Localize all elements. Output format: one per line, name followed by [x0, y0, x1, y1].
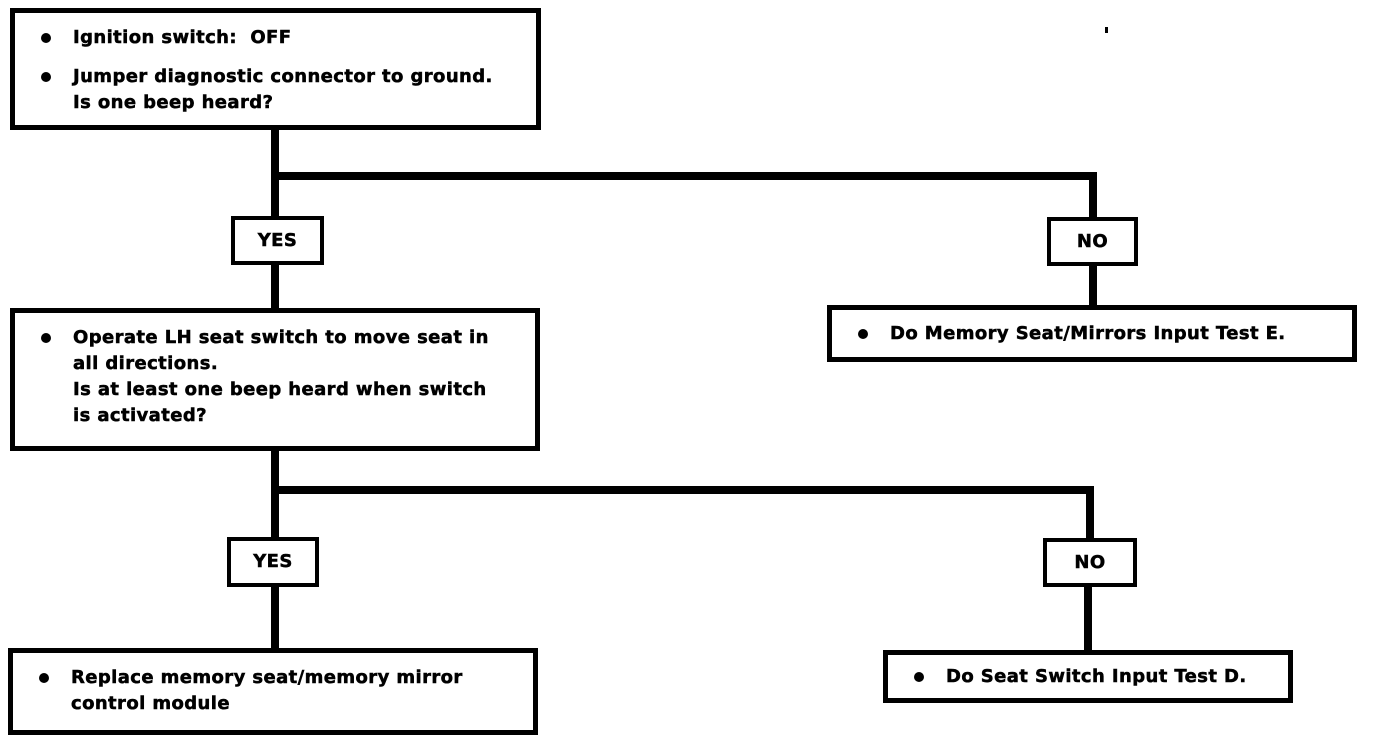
bullet-icon: [41, 33, 51, 43]
bullet-icon: [41, 72, 51, 82]
node-action-replace-module: Replace memory seat/memory mirror contro…: [8, 648, 538, 735]
connector-branch1-horizontal: [271, 172, 1097, 180]
bullet-icon: [41, 333, 51, 343]
branch1-no-label: NO: [1076, 230, 1109, 252]
question1-item2-lines: Jumper diagnostic connector to ground. I…: [73, 64, 493, 116]
list-item: Ignition switch: OFF: [41, 25, 530, 51]
connector-branch2-horizontal: [271, 486, 1093, 494]
branch2-yes-box: YES: [227, 537, 319, 587]
branch1-no-box: NO: [1047, 217, 1138, 266]
connector-no1-to-teste: [1089, 264, 1097, 310]
question2-line4: is activated?: [73, 405, 207, 427]
node-action-test-d: Do Seat Switch Input Test D.: [883, 650, 1293, 703]
branch1-yes-box: YES: [231, 216, 324, 265]
node-action-test-e: Do Memory Seat/Mirrors Input Test E.: [827, 305, 1357, 362]
replace-line2: control module: [71, 693, 230, 715]
connector-q2-stem: [271, 449, 279, 541]
question1-item2-line2: Is one beep heard?: [73, 92, 274, 114]
replace-lines: Replace memory seat/memory mirror contro…: [71, 665, 463, 717]
question2-line2: all directions.: [73, 353, 219, 375]
branch2-no-label: NO: [1074, 551, 1106, 573]
branch1-yes-label: YES: [257, 229, 298, 251]
question1-item1-text: Ignition switch: OFF: [73, 27, 292, 49]
list-item: Operate LH seat switch to move seat in a…: [41, 325, 529, 429]
connector-no2-to-testd: [1084, 585, 1092, 652]
bullet-icon: [914, 671, 924, 682]
connector-yes1-to-q2: [271, 263, 279, 310]
connector-yes2-to-replace: [271, 585, 279, 652]
bullet-icon: [39, 673, 49, 683]
question2-item1-lines: Operate LH seat switch to move seat in a…: [73, 325, 489, 429]
question2-line3: Is at least one beep heard when switch: [73, 379, 487, 401]
replace-line1: Replace memory seat/memory mirror: [71, 667, 463, 689]
list-item: Replace memory seat/memory mirror contro…: [39, 665, 527, 717]
node-question-seat-switch: Operate LH seat switch to move seat in a…: [10, 308, 540, 451]
test-e-text: Do Memory Seat/Mirrors Input Test E.: [890, 322, 1286, 344]
question2-line1: Operate LH seat switch to move seat in: [73, 327, 489, 349]
bullet-icon: [858, 328, 868, 339]
list-item: Jumper diagnostic connector to ground. I…: [41, 64, 530, 116]
scan-artifact-dot: [1105, 27, 1108, 33]
connector-branch1-no-drop: [1089, 172, 1097, 221]
branch2-no-box: NO: [1043, 538, 1137, 587]
node-question-ignition: Ignition switch: OFF Jumper diagnostic c…: [10, 8, 541, 130]
question1-item2-line1: Jumper diagnostic connector to ground.: [73, 66, 493, 88]
test-d-text: Do Seat Switch Input Test D.: [946, 665, 1247, 687]
connector-branch2-no-drop: [1086, 486, 1094, 542]
branch2-yes-label: YES: [253, 551, 293, 573]
